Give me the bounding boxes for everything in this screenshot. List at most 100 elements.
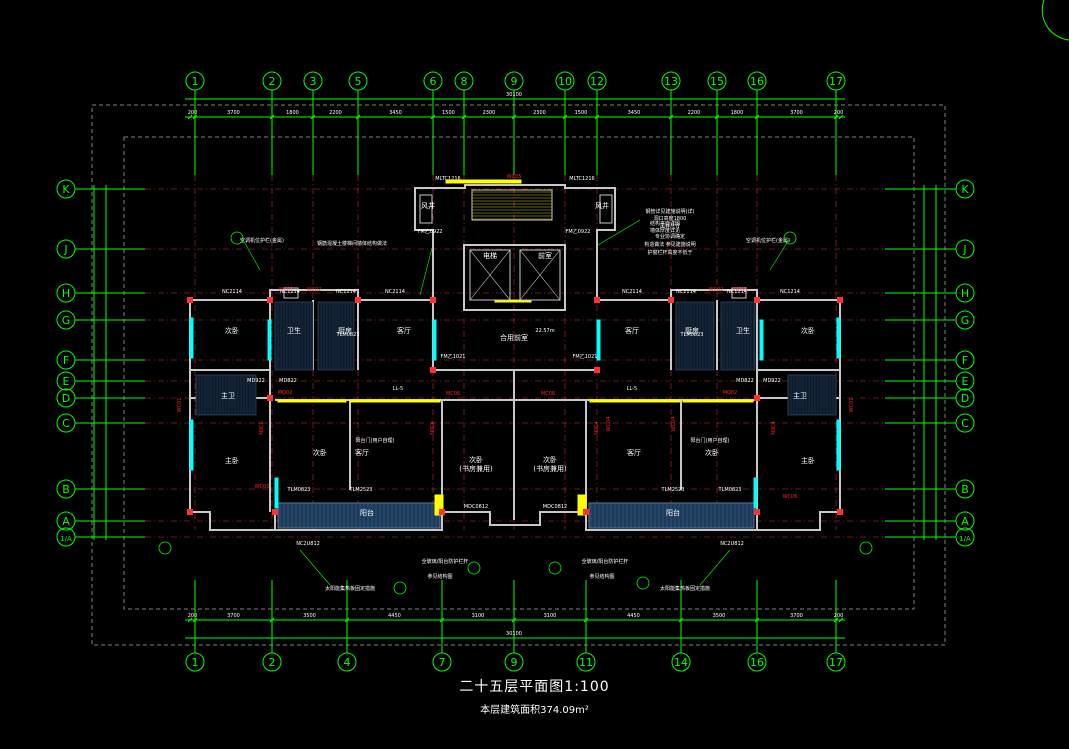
room-label-13: 客厅 <box>355 448 369 457</box>
dim-tick <box>355 114 361 120</box>
dim-text-bottom: 200 <box>834 613 844 619</box>
note-8: 全玻璃/阳台防护栏杆 <box>582 558 629 565</box>
dim-text-top: 2300 <box>483 110 496 116</box>
note-7: 全玻璃/阳台防护栏杆 <box>422 558 469 565</box>
room-label-23: 电梯 <box>483 251 497 260</box>
dim-tick <box>594 114 600 120</box>
component-label-49: WC06 <box>783 494 798 500</box>
note-1: 空调机位护栏(金属) <box>240 237 284 244</box>
dim-tick <box>192 617 198 623</box>
axis-label-row: A <box>961 515 969 528</box>
component-label-2: MLTC1216 <box>569 176 594 182</box>
dim-tick <box>511 114 517 120</box>
axis-label-top: 2 <box>269 75 276 88</box>
component-label-0: WC05 <box>507 174 522 180</box>
room-label-20: 阳台 <box>666 508 680 517</box>
component-label-29: N0C6 <box>259 421 265 435</box>
annotation-notes: 钢筋混凝土楼梯间墙体结构做法空调机位护栏(金属)空调机位护栏(金属)阳台门(用户… <box>158 208 873 595</box>
note-17: 构造做法 参见建施说明 <box>644 241 696 248</box>
dim-tick <box>344 617 350 623</box>
window-frame <box>759 319 764 361</box>
component-label-44: FM乙1021 <box>573 353 598 360</box>
shaft-small-left <box>283 287 299 299</box>
axis-label-row: A <box>62 515 70 528</box>
axis-label-row: K <box>961 183 969 196</box>
elevator-shaft-2 <box>519 249 561 301</box>
detail-callout-bubble <box>548 561 562 575</box>
room-label-1: 卫生 <box>287 326 301 335</box>
detail-callout-bubble <box>393 581 407 595</box>
axis-label-row: F <box>962 354 968 367</box>
dim-text-bottom: 3700 <box>790 613 803 619</box>
dim-text-top: 200 <box>834 110 844 116</box>
dim-tick <box>310 114 316 120</box>
door-frame <box>682 399 754 403</box>
axis-label-row: J <box>962 243 966 256</box>
dim-tick <box>187 114 193 120</box>
component-label-40: MDC0812 <box>543 504 567 510</box>
window-frame <box>189 419 194 471</box>
detail-callout-bubble <box>783 231 797 245</box>
axis-label-row: E <box>63 375 70 388</box>
dim-tick <box>269 114 275 120</box>
component-label-31: N0C4 <box>594 421 600 435</box>
dim-tick <box>754 114 760 120</box>
site-boundary-dashed <box>91 104 946 646</box>
component-label-14: NC2114 <box>676 289 696 295</box>
room-label-12: 次卧 <box>313 448 327 457</box>
component-label-30: N0C6 <box>430 421 436 435</box>
axis-label-bottom: 9 <box>511 656 518 669</box>
column-marker <box>594 367 600 373</box>
axis-label-row: B <box>62 483 70 496</box>
dim-text-top: 2200 <box>688 110 701 116</box>
window-frame <box>189 317 194 359</box>
axis-label-top: 13 <box>664 75 678 88</box>
axis-label-row: B <box>961 483 969 496</box>
axis-label-row: D <box>62 392 70 405</box>
room-labels: 次卧卫生厨房客厅合用前室客厅厨房卫生次卧主卫主卫主卧次卧客厅次卧(书房兼用)次卧… <box>221 201 815 517</box>
door-frame <box>445 179 522 184</box>
column-marker <box>837 297 843 303</box>
leader-line <box>597 219 641 246</box>
dim-tick <box>833 617 839 623</box>
axis-label-top: 12 <box>590 75 604 88</box>
wall-segment <box>189 300 276 531</box>
shaft-left <box>419 194 433 224</box>
door-frame <box>494 299 532 303</box>
note-12: 参见结构图 <box>589 573 614 580</box>
room-label-4: 合用前室 <box>500 333 528 342</box>
column-marker <box>754 395 760 401</box>
window-frame <box>836 317 841 359</box>
detail-callout-bubble <box>636 576 650 590</box>
axis-label-top: 17 <box>829 75 843 88</box>
inner-dashed-boundary <box>123 136 915 610</box>
axis-label-bottom: 11 <box>579 656 593 669</box>
axis-label-row: K <box>62 183 70 196</box>
dim-total-bottom: 30100 <box>506 631 522 637</box>
axis-label-bottom: 4 <box>344 656 351 669</box>
room-label-3: 客厅 <box>397 326 411 335</box>
column-marker <box>430 297 436 303</box>
room-label-17: 次卧 <box>705 448 719 457</box>
room-label-5: 客厅 <box>625 326 639 335</box>
dim-text-top: 1800 <box>286 110 299 116</box>
corner-arc-line <box>1041 0 1069 41</box>
axis-label-row: G <box>961 314 970 327</box>
dim-tick <box>269 617 275 623</box>
column-marker <box>267 395 273 401</box>
corner-arc <box>1041 0 1069 41</box>
axis-label-row: J <box>63 243 67 256</box>
component-label-27: MQ02 <box>278 390 293 396</box>
dim-text-top: 200 <box>188 110 198 116</box>
dim-tick <box>187 617 193 623</box>
component-label-36: TLM0823 <box>718 487 742 493</box>
dim-text-bottom: 3100 <box>544 613 557 619</box>
room-label-18: 主卧 <box>801 456 815 465</box>
component-label-38: TLM2523 <box>661 487 685 493</box>
door-frame <box>577 494 587 516</box>
room-label-6: 厨房 <box>685 326 699 335</box>
wall-segment <box>442 511 586 526</box>
component-label-43: FM乙1021 <box>441 353 466 360</box>
component-label-46: NC2U812 <box>720 541 744 547</box>
